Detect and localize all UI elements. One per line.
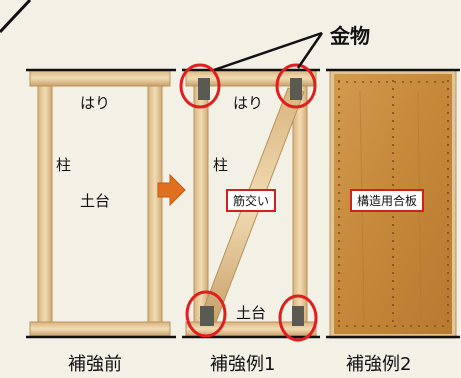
frame-brace bbox=[179, 31, 324, 342]
beam bbox=[29, 69, 171, 87]
column-label: 柱 bbox=[56, 156, 72, 174]
caption-brace: 補強例1 bbox=[210, 354, 276, 375]
sill-label: 土台 bbox=[80, 192, 111, 210]
highlight-circle bbox=[275, 63, 317, 109]
metal-plate bbox=[290, 78, 302, 100]
highlight-circle bbox=[185, 290, 227, 338]
frame-before bbox=[26, 68, 176, 339]
column-left bbox=[193, 85, 209, 323]
sill-label: 土台 bbox=[236, 304, 267, 322]
column-label: 柱 bbox=[213, 156, 229, 174]
pointer-line bbox=[296, 32, 324, 69]
pointer-line bbox=[213, 31, 323, 72]
highlight-circle bbox=[278, 294, 318, 342]
column-left bbox=[37, 85, 53, 323]
metal-plate bbox=[200, 306, 214, 326]
metal-label: 金物 bbox=[330, 24, 370, 48]
metal-plate bbox=[292, 306, 304, 326]
highlight-circle bbox=[179, 63, 221, 109]
caption-before: 補強前 bbox=[68, 354, 122, 375]
plywood-label: 構造用合板 bbox=[350, 189, 425, 212]
beam-label: はり bbox=[233, 94, 264, 112]
arrow-right-icon bbox=[157, 173, 186, 207]
column-right bbox=[292, 85, 308, 323]
metal-plate bbox=[198, 78, 210, 100]
brace-label: 筋交い bbox=[226, 189, 277, 212]
sill bbox=[29, 321, 171, 337]
beam-label: はり bbox=[80, 94, 111, 112]
corner-mark bbox=[0, 0, 32, 34]
column-right bbox=[147, 85, 163, 323]
caption-plywood: 補強例2 bbox=[346, 354, 412, 375]
